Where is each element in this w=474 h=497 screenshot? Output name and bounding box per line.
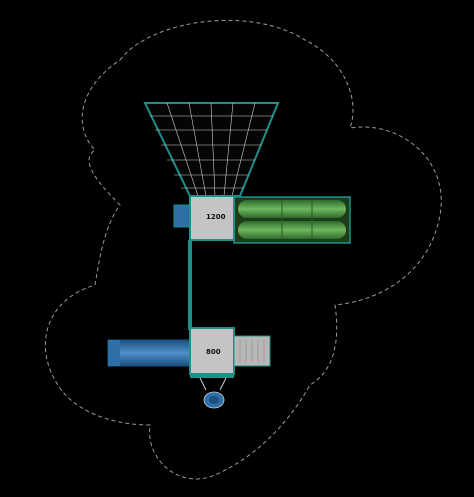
safety-zone-outline [44,19,442,480]
deck-1200-label: 1200 [206,213,226,221]
connector-beam [188,240,192,330]
deck-800 [189,327,271,378]
stepping-pod [199,377,227,409]
climbing-net [143,102,280,197]
deck-800-label: 800 [206,348,221,356]
deck-1200 [173,195,235,241]
wave-slide [107,339,191,367]
tube-slide [233,196,351,244]
